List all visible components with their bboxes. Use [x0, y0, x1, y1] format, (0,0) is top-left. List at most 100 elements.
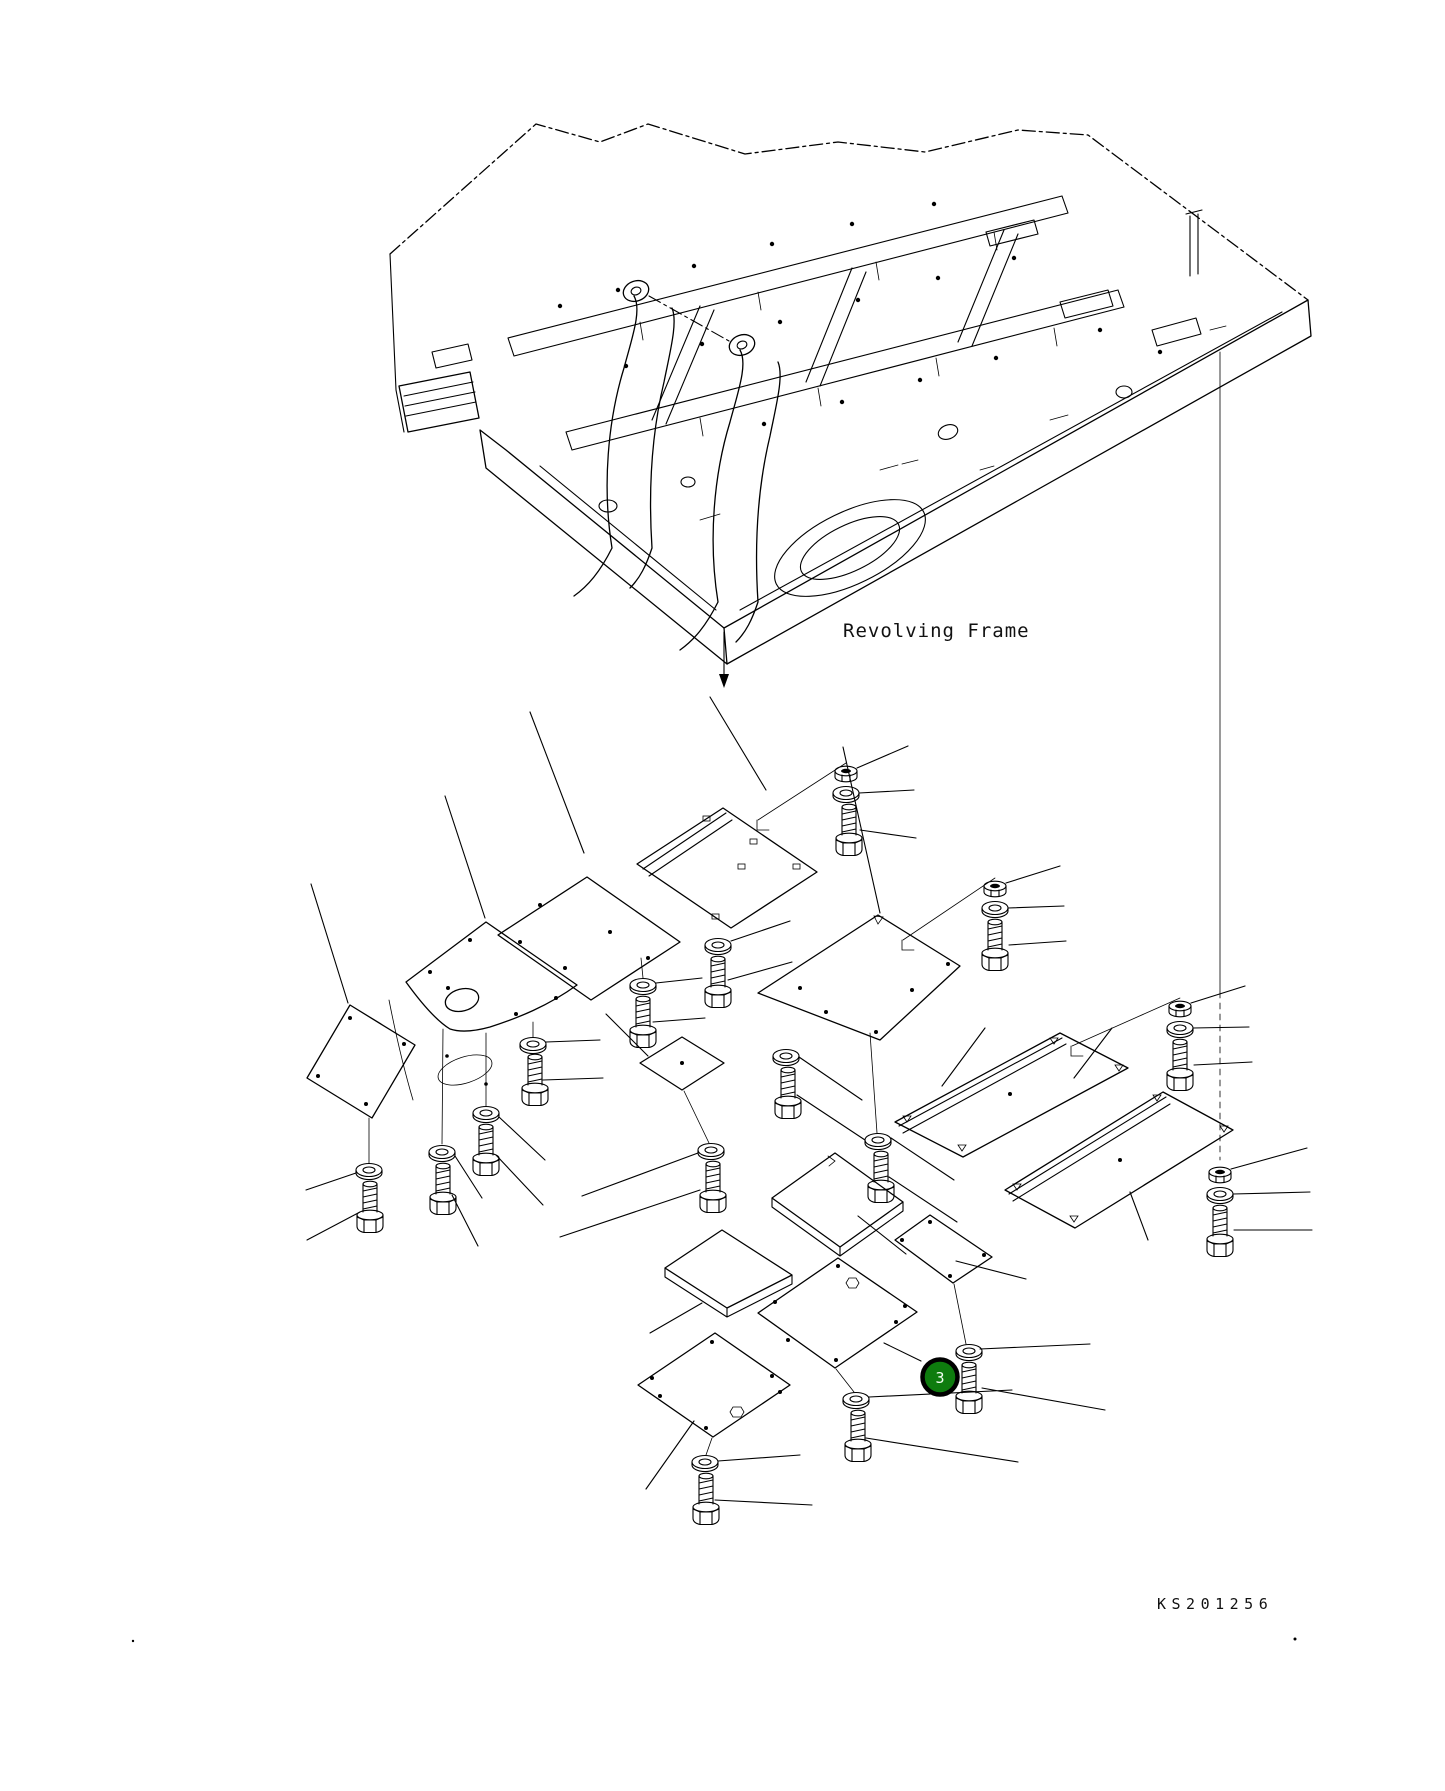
washer-icon: [704, 937, 732, 956]
washer-icon: [428, 1144, 456, 1163]
washer-bolt-group: [842, 1391, 872, 1463]
bracket-boss: [622, 279, 650, 303]
down-arrow-icon: [719, 674, 729, 688]
bracket-boss-hole: [630, 286, 642, 296]
under-cover-plates: [306, 807, 1234, 1438]
hex-bolt-icon: [704, 955, 732, 1009]
washer-icon: [691, 1454, 719, 1473]
deck-hole: [598, 499, 618, 513]
callout-circle[interactable]: [920, 1357, 960, 1397]
frame-left-edge: [389, 253, 405, 433]
washer-icon: [472, 1105, 500, 1124]
hex-bolt-icon: [1166, 1038, 1194, 1092]
hex-bolt-icon: [356, 1180, 384, 1234]
deck-hole: [680, 476, 696, 488]
nut-icon: [1208, 1166, 1232, 1184]
hex-bolt-icon: [844, 1409, 872, 1463]
washer-icon: [519, 1036, 547, 1055]
under-cover-plate: [639, 1036, 725, 1091]
washer-bolt-group: [697, 1142, 727, 1214]
washer-bolt-group: [704, 937, 732, 1009]
hex-bolt-icon: [774, 1066, 802, 1120]
bracket-pin-centerline: [648, 295, 730, 342]
frame-far-edge: [389, 123, 1309, 301]
stack-pointer-lines: [756, 762, 1181, 1057]
under-cover-plate: [636, 807, 818, 929]
hex-bolt-icon: [472, 1123, 500, 1177]
boom-bracket: [679, 349, 781, 651]
under-cover-plate: [757, 1257, 918, 1369]
washer-icon: [355, 1162, 383, 1181]
washer-bolt-group: [772, 1048, 802, 1120]
washer-bolt-group: [629, 977, 657, 1049]
hex-bolt-icon: [835, 803, 863, 857]
frame-inner-offset: [539, 311, 1283, 611]
drawing-code: KS201256: [1157, 1595, 1273, 1613]
washer-icon: [955, 1343, 983, 1362]
under-cover-plate: [637, 1332, 791, 1438]
frame-caption: Revolving Frame: [843, 620, 1030, 642]
deck-bolt-dots: [557, 201, 1163, 427]
revolving-frame-illustration: [389, 123, 1312, 688]
alignment-ellipse: [437, 1054, 493, 1086]
frame-mount: [985, 219, 1039, 247]
plate-pointer-lines: [310, 696, 1149, 1490]
under-cover-plate: [894, 1214, 993, 1284]
washer-bolt-group: [955, 1343, 983, 1415]
step-grille: [398, 371, 480, 433]
nut-icon: [1168, 1000, 1192, 1018]
callout-number: 3: [935, 1369, 944, 1387]
frame-front-left-edge: [479, 429, 728, 665]
washer-icon: [842, 1391, 870, 1410]
exploded-under-cover-view: [305, 351, 1313, 1526]
bracket-boss: [728, 333, 756, 357]
fastener-groups: [355, 765, 1234, 1526]
frame-mount: [1151, 317, 1202, 347]
frame-mount: [1059, 289, 1114, 319]
under-cover-plate: [1004, 1091, 1234, 1229]
washer-bolt-group: [519, 1036, 549, 1107]
washer-icon: [832, 785, 860, 804]
nut-icon: [834, 765, 858, 783]
under-cover-plate: [771, 1152, 904, 1257]
under-cover-plate: [388, 921, 578, 1101]
washer-icon: [1166, 1020, 1194, 1039]
frame-post: [1185, 209, 1203, 277]
bracket-boss-hole: [736, 340, 748, 350]
swing-circle: [774, 499, 926, 597]
under-cover-plate: [306, 1004, 416, 1119]
under-cover-plate: [894, 1032, 1129, 1158]
washer-icon: [864, 1132, 892, 1151]
hex-bolt-icon: [699, 1160, 727, 1214]
washer-icon: [697, 1142, 725, 1161]
rail-webs: [639, 231, 1058, 437]
nut-washer-bolt-group: [981, 880, 1009, 972]
washer-icon: [981, 900, 1009, 919]
washer-bolt-group: [355, 1162, 384, 1234]
hex-bolt-icon: [629, 995, 657, 1049]
boom-bracket: [573, 295, 675, 597]
washer-bolt-group: [691, 1454, 720, 1526]
page-dot: [1293, 1637, 1297, 1641]
nut-washer-bolt-group: [1206, 1166, 1234, 1258]
frame-front-right-edge: [723, 299, 1312, 665]
deck-hole: [937, 424, 959, 440]
frame-details: [699, 325, 1227, 521]
callout-balloon[interactable]: 3: [920, 1357, 960, 1397]
step-grille-slats: [403, 381, 477, 417]
frame-rail: [507, 195, 1069, 357]
hex-bolt-icon: [867, 1150, 895, 1204]
hex-bolt-icon: [429, 1162, 457, 1216]
page-dot: [131, 1639, 135, 1643]
connector-lines: [368, 957, 967, 1456]
washer-icon: [629, 977, 657, 996]
hex-bolt-icon: [981, 918, 1009, 972]
hex-bolt-icon: [1206, 1204, 1234, 1258]
hex-bolt-icon: [955, 1361, 983, 1415]
swing-circle-inner: [799, 516, 901, 580]
under-cover-plate: [757, 914, 961, 1041]
washer-icon: [1206, 1186, 1234, 1205]
frame-rail: [565, 289, 1125, 451]
